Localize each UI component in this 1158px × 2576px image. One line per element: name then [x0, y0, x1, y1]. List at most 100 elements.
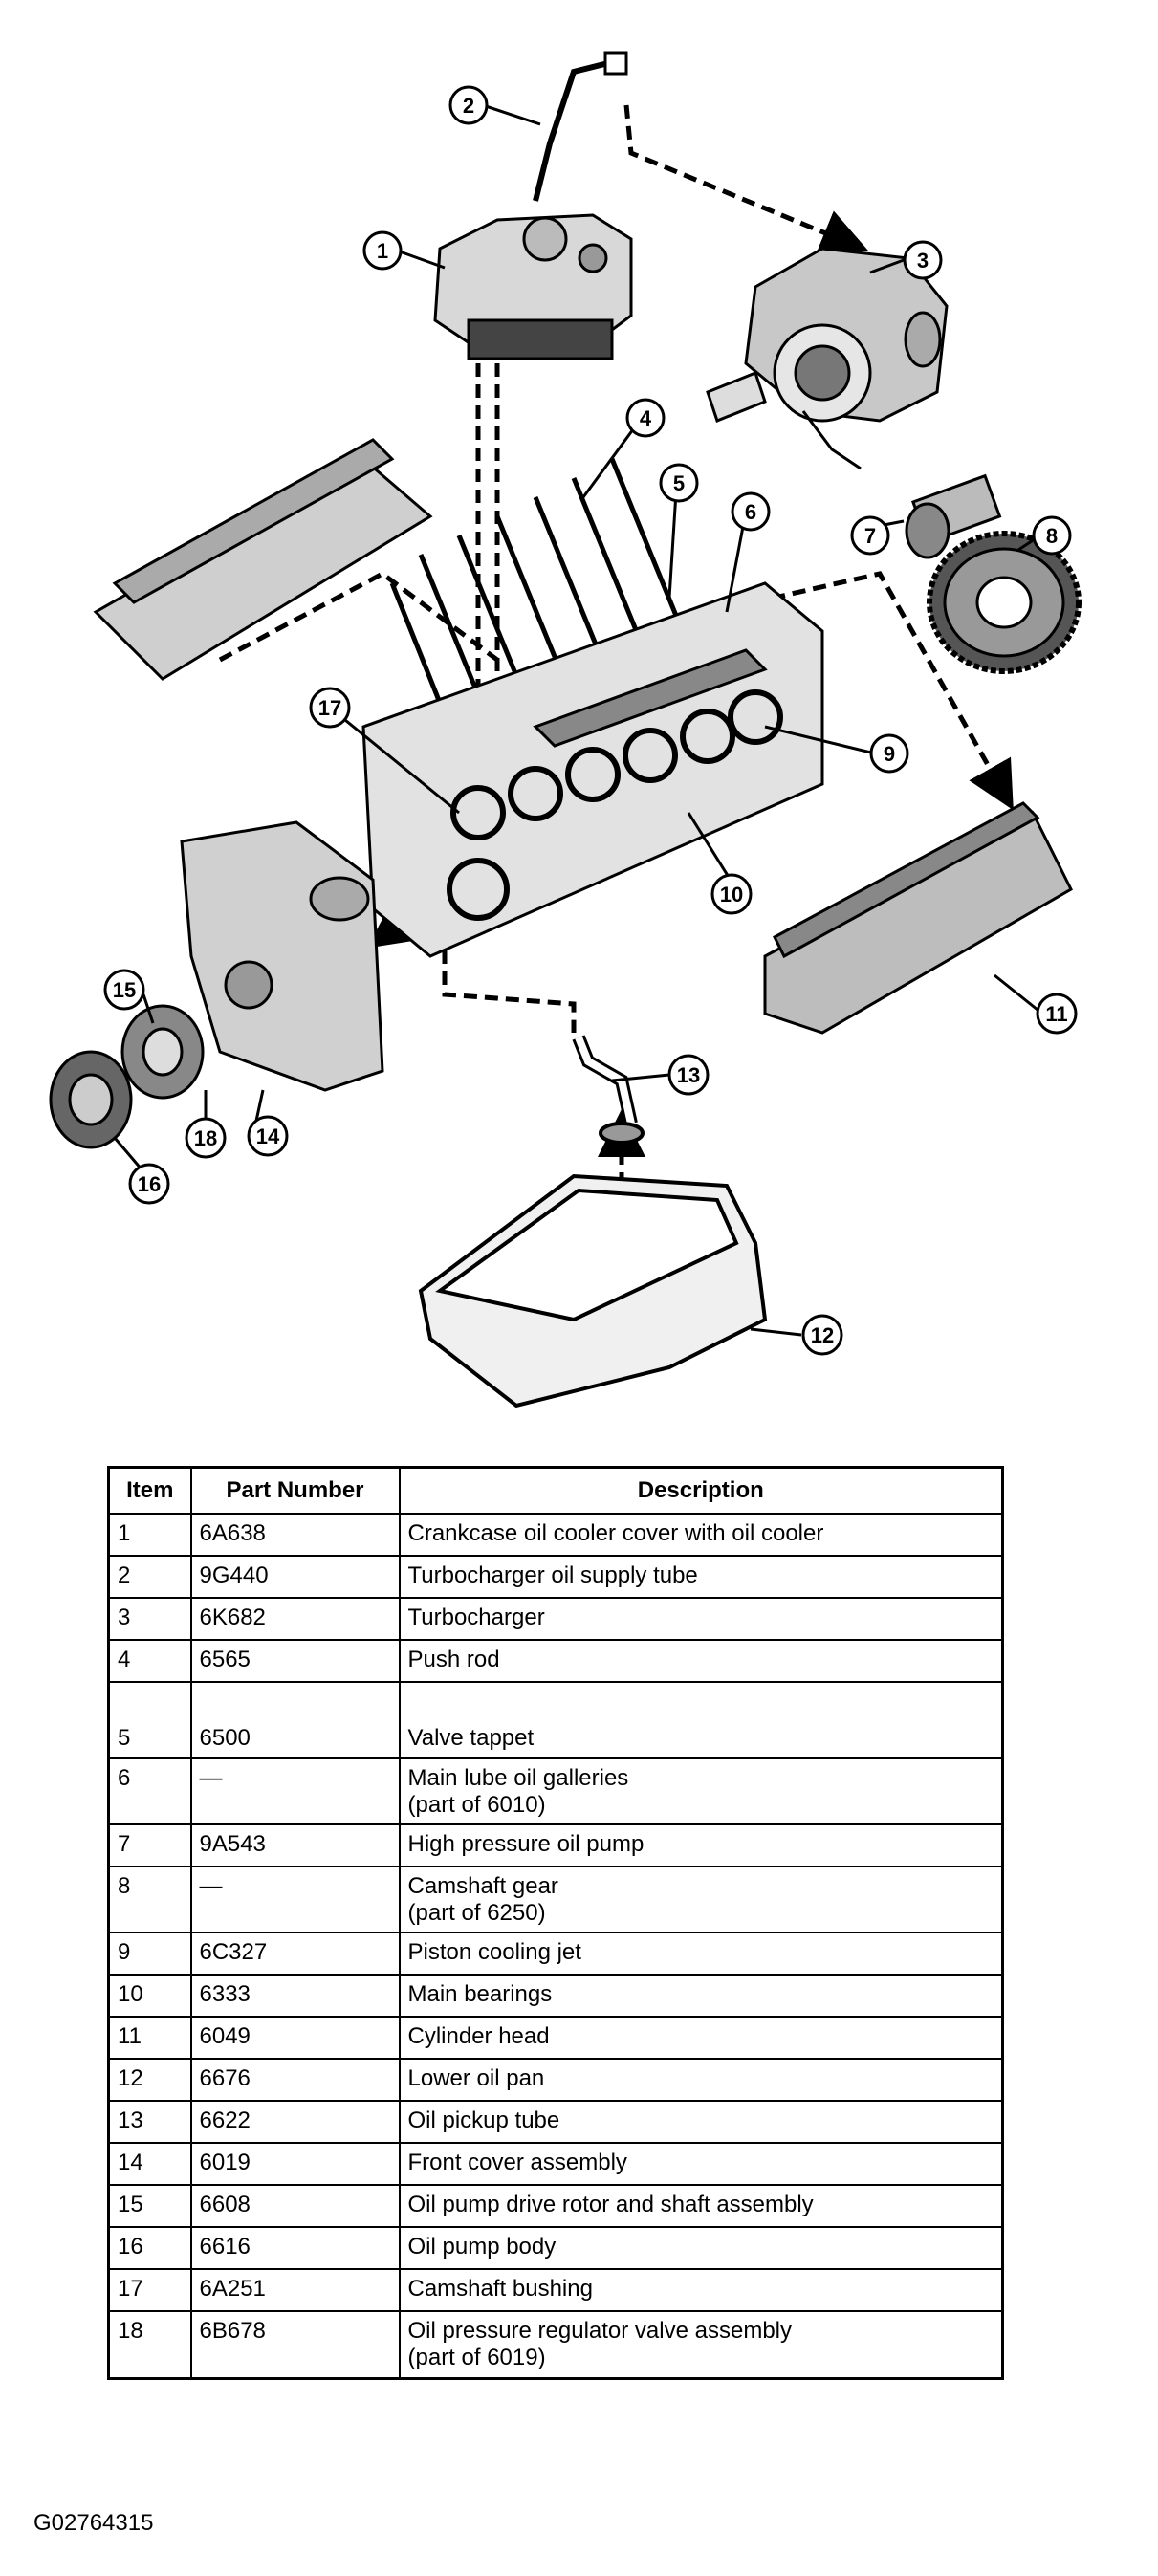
- description-cell: Camshaft gear (part of 6250): [398, 1866, 1004, 1934]
- callout-12-label: 12: [811, 1323, 834, 1347]
- description-cell: Valve tappet: [398, 1681, 1004, 1759]
- item-cell: 10: [107, 1974, 192, 2019]
- description-cell: Piston cooling jet: [398, 1932, 1004, 1976]
- description-cell: Turbocharger: [398, 1597, 1004, 1641]
- camshaft-gear: [927, 531, 1082, 674]
- item-cell: 2: [107, 1555, 192, 1599]
- flow-path-head-left: [218, 571, 499, 663]
- item-cell: 5: [107, 1681, 192, 1759]
- callout-8: 8: [1032, 515, 1072, 556]
- table-header-row: Item Part Number Description: [107, 1466, 1004, 1515]
- callout-9: 9: [869, 733, 909, 774]
- header-description: Description: [398, 1466, 1004, 1515]
- callout-12: 12: [801, 1314, 843, 1356]
- part-number-cell: 6C327: [189, 1932, 401, 1976]
- description-cell: Main lube oil galleries (part of 6010): [398, 1757, 1004, 1826]
- callout-16-label: 16: [138, 1172, 161, 1196]
- item-cell: 7: [107, 1823, 192, 1868]
- tube-fitting: [603, 51, 628, 76]
- callout-9-label: 9: [884, 742, 895, 766]
- item-cell: 13: [107, 2100, 192, 2145]
- item-cell: 16: [107, 2226, 192, 2271]
- oil-pump-body: [49, 1050, 133, 1149]
- part-number-cell: 6616: [189, 2226, 401, 2271]
- part-number-cell: 6A638: [189, 1513, 401, 1557]
- description-cell: High pressure oil pump: [398, 1823, 1004, 1868]
- callout-4: 4: [625, 398, 666, 438]
- oil-cooler-cover: [433, 213, 633, 360]
- item-cell: 12: [107, 2058, 192, 2103]
- main-bearings: [447, 689, 783, 921]
- right-cylinder-head: [763, 801, 1073, 1035]
- figure-id: G02764315: [33, 2510, 154, 2536]
- callout-11: 11: [1036, 993, 1078, 1035]
- part-number-cell: 6049: [189, 2016, 401, 2061]
- header-part-number: Part Number: [189, 1466, 401, 1515]
- part-number-cell: 9A543: [189, 1823, 401, 1868]
- callout-14-label: 14: [256, 1124, 280, 1148]
- description-cell: Oil pump body: [398, 2226, 1004, 2271]
- part-number-cell: 6K682: [189, 1597, 401, 1641]
- part-number-cell: 6333: [189, 1974, 401, 2019]
- item-cell: 15: [107, 2184, 192, 2229]
- high-pressure-oil-pump: [905, 473, 1002, 559]
- callout-2: 2: [448, 85, 489, 125]
- callout-16: 16: [128, 1163, 170, 1205]
- description-cell: Cylinder head: [398, 2016, 1004, 2061]
- description-cell: Oil pickup tube: [398, 2100, 1004, 2145]
- item-cell: 8: [107, 1866, 192, 1934]
- part-number-cell: 6A251: [189, 2268, 401, 2313]
- item-cell: 6: [107, 1757, 192, 1826]
- turbo-oil-supply-tube: [533, 59, 613, 202]
- header-item: Item: [107, 1466, 192, 1515]
- item-cell: 4: [107, 1639, 192, 1683]
- item-cell: 3: [107, 1597, 192, 1641]
- description-cell: Front cover assembly: [398, 2142, 1004, 2187]
- turbocharger: [706, 247, 949, 470]
- callout-5: 5: [659, 463, 699, 503]
- callout-17: 17: [309, 687, 351, 729]
- item-cell: 14: [107, 2142, 192, 2187]
- left-cylinder-head: [93, 438, 433, 681]
- engine-lubrication-diagram: 1 2 3 4 5 6 7 8 9 10 11 12: [49, 51, 1082, 1408]
- part-number-cell: —: [189, 1866, 401, 1934]
- description-cell: Lower oil pan: [398, 2058, 1004, 2103]
- callout-7: 7: [850, 515, 890, 556]
- callout-14: 14: [247, 1115, 289, 1157]
- description-cell: Camshaft bushing: [398, 2268, 1004, 2313]
- callout-11-label: 11: [1045, 1002, 1067, 1026]
- part-number-cell: 6B678: [189, 2310, 401, 2380]
- oil-pump-drive-rotor: [120, 1004, 205, 1100]
- part-number-cell: 6500: [189, 1681, 401, 1759]
- part-number-cell: 6019: [189, 2142, 401, 2187]
- item-cell: 17: [107, 2268, 192, 2313]
- callout-3: 3: [903, 240, 943, 280]
- item-cell: 18: [107, 2310, 192, 2380]
- callout-3-label: 3: [917, 249, 929, 273]
- callout-6: 6: [731, 491, 771, 532]
- leader-lines: [113, 103, 1043, 1337]
- flow-path-tube-to-turbo: [623, 104, 869, 255]
- part-number-cell: 6565: [189, 1639, 401, 1683]
- callout-5-label: 5: [673, 471, 685, 495]
- callout-8-label: 8: [1046, 524, 1058, 548]
- lower-oil-pan: [418, 1173, 768, 1408]
- item-cell: 11: [107, 2016, 192, 2061]
- callout-4-label: 4: [640, 406, 652, 430]
- part-number-cell: 9G440: [189, 1555, 401, 1599]
- part-number-cell: 6608: [189, 2184, 401, 2229]
- callout-6-label: 6: [745, 500, 756, 524]
- item-cell: 1: [107, 1513, 192, 1557]
